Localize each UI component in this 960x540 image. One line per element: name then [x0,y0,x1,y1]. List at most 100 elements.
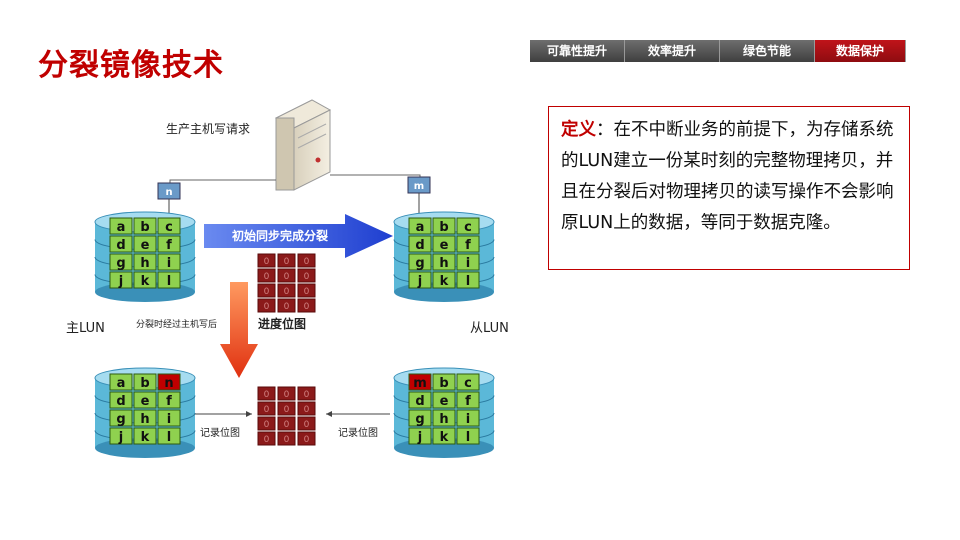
lun-cell [109,271,133,289]
lun-cell-label: f [465,394,471,409]
bitmap-cell [257,386,276,401]
lun-cell-label: c [464,376,472,391]
lun-cell [408,271,432,289]
lun-cell-label: i [466,256,470,271]
lun-cell-label: j [118,274,123,289]
lun-cell [432,391,456,409]
lun-cell [157,235,181,253]
tab-data-protection[interactable]: 数据保护 [815,40,906,62]
lun-cell [109,217,133,235]
lun-cell-label: j [118,430,123,445]
lun-cell [432,235,456,253]
bitmap-cell [277,298,296,313]
bitmap-cell [277,416,296,431]
lun-cell [109,235,133,253]
lun-cell-label: k [440,430,449,445]
lun-cell-label: i [167,412,171,427]
lun-cell-label: n [164,376,173,391]
definition-text: 在不中断业务的前提下，为存储系统的LUN建立一份某时刻的完整物理拷贝，并且在分裂… [561,120,894,233]
lun-cell-label: i [167,256,171,271]
lun-cell [432,409,456,427]
lun-cell [408,391,432,409]
lun-cell [157,409,181,427]
lun-cell-label: l [167,274,171,289]
lun-cell [408,409,432,427]
bitmap-cell [257,431,276,446]
lun-cell [133,391,157,409]
bitmap-cell-value: 0 [264,272,270,282]
tab-green-energy[interactable]: 绿色节能 [720,40,815,62]
lun-cell [408,427,432,445]
lun-cell [432,427,456,445]
bitmap-cell [257,253,276,268]
lun-cell-label: k [141,274,150,289]
bitmap-cell [297,431,316,446]
lun-cell [157,217,181,235]
lun-cell-label: l [466,430,470,445]
tab-efficiency[interactable]: 效率提升 [625,40,720,62]
bitmap-cell [297,298,316,313]
lun-cell [432,217,456,235]
record-bitmap-right-label: 记录位图 [338,426,378,439]
bitmap-cell [277,386,296,401]
record-bitmap-left-label: 记录位图 [200,426,240,439]
lun-cell [408,235,432,253]
port-m-label: m [414,181,424,192]
lun-cell [432,253,456,271]
definition-separator: ： [596,120,614,140]
bitmap-cell-value: 0 [264,405,270,415]
bitmap-cell [257,401,276,416]
lun-cell-label: g [415,412,424,427]
bitmap-cell-value: 0 [284,405,290,415]
lun-cell-label: b [439,220,448,235]
lun-cell [157,271,181,289]
host-link-left [169,179,276,183]
port-n-label: n [165,187,172,198]
lun-cell [157,391,181,409]
bitmap-cell [277,283,296,298]
lun-cell [133,373,157,391]
bitmap-cell-value: 0 [264,257,270,267]
bitmap-cell-value: 0 [284,420,290,430]
lun-cell [133,409,157,427]
lun-cell [456,271,480,289]
tab-reliability[interactable]: 可靠性提升 [530,40,625,62]
lun-cell-label: g [415,256,424,271]
lun-cell-label: a [416,220,425,235]
lun-cell [133,271,157,289]
lun-cell [456,373,480,391]
page-title: 分裂镜像技术 [38,48,224,83]
lun-cell [109,373,133,391]
lun-cell-label: k [141,430,150,445]
bitmap-cell-value: 0 [284,287,290,297]
lun-cell-label: d [415,394,424,409]
bitmap-cell [297,283,316,298]
lun-cell [109,409,133,427]
bitmap-cell [257,416,276,431]
bitmap-cell-value: 0 [304,302,310,312]
lun-cell [133,235,157,253]
lun-cell [456,391,480,409]
bitmap-cell [297,268,316,283]
bitmap-cell-value: 0 [264,420,270,430]
server-icon [274,99,332,191]
lun-cell-label: l [167,430,171,445]
bitmap-cell-value: 0 [284,390,290,400]
bitmap-cell-value: 0 [304,420,310,430]
bitmap-cell [297,401,316,416]
lun-cell-label: e [440,238,449,253]
lun-cell [109,253,133,271]
lun-cell [456,427,480,445]
lun-cell-label: g [116,412,125,427]
lun-cell-label: k [440,274,449,289]
secondary-lun-label: 从LUN [470,321,509,336]
lun-cell-label: f [166,238,172,253]
lun-cell-label: e [141,394,150,409]
bitmap-cell [277,253,296,268]
lun-cell-label: g [116,256,125,271]
